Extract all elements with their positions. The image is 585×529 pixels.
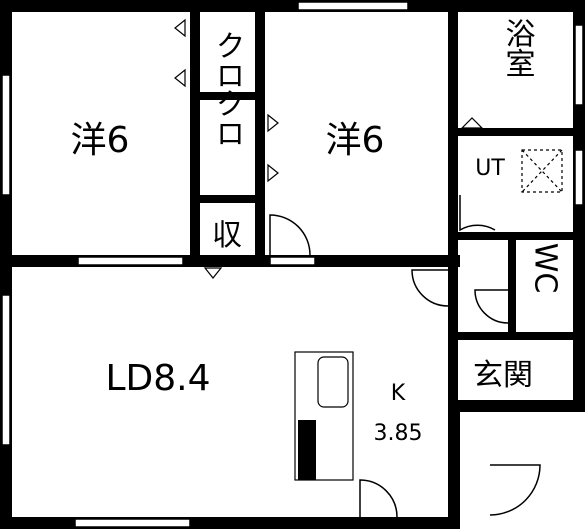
room-label-western-right: 洋6 (326, 120, 385, 161)
room-label-closet-top: クロ (210, 30, 245, 90)
room-label-toilet: WC (528, 243, 563, 294)
room-label-kitchen-size: 3.85 (374, 421, 423, 446)
room-label-closet-mid: クロ (210, 88, 245, 148)
room-label-western-left: 洋6 (71, 120, 130, 161)
room-label-utility: UT (475, 156, 505, 181)
doors (269, 195, 541, 518)
room-label-entrance: 玄関 (473, 358, 533, 393)
room-label-living: LD8.4 (105, 358, 210, 399)
room-label-bath: 浴室 (500, 18, 535, 78)
closet-door-markers (174, 18, 484, 279)
washer-symbol (521, 149, 563, 193)
kitchen-counter (294, 351, 354, 481)
room-label-storage: 収 (212, 218, 242, 253)
room-label-kitchen: K (391, 381, 406, 406)
